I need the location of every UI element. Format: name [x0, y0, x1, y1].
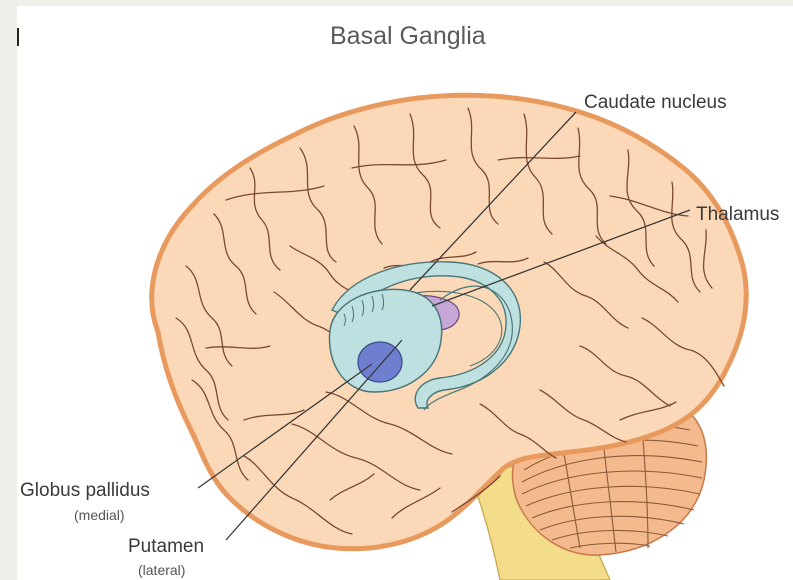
- label-caudate-nucleus: Caudate nucleus: [584, 92, 727, 113]
- diagram-title: Basal Ganglia: [330, 22, 486, 50]
- label-putamen-note: (lateral): [138, 562, 185, 578]
- label-globus-pallidus-note: (medial): [74, 507, 125, 523]
- label-thalamus: Thalamus: [696, 204, 779, 225]
- label-globus-pallidus: Globus pallidus: [20, 480, 150, 501]
- label-putamen: Putamen: [128, 536, 204, 557]
